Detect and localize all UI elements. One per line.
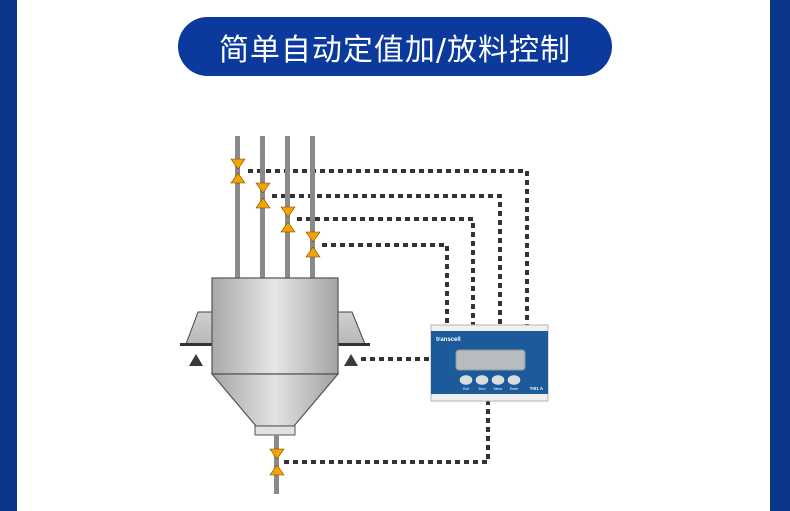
inlet-valve-1: [230, 158, 246, 184]
zero-icon: [475, 375, 489, 385]
outlet-pipe: [274, 435, 279, 494]
signal-line-valve-2: [272, 194, 502, 325]
controller-model: TI01 A: [530, 386, 544, 391]
right-mount-bracket: [336, 311, 366, 345]
page-title: 简单自动定值加/放料控制: [218, 32, 572, 68]
inlet-pipes: [235, 136, 315, 278]
exit-button-label: Exit: [463, 387, 469, 391]
valve-bottom-triangle: [269, 464, 285, 476]
valve-bottom-triangle: [305, 246, 321, 258]
enter-icon: [507, 375, 521, 385]
signal-lines: [248, 169, 529, 464]
menu-button[interactable]: Menu: [491, 375, 505, 392]
valve-top-triangle: [280, 206, 296, 218]
menu-button-label: Menu: [494, 387, 503, 391]
menu-icon: [491, 375, 505, 385]
zero-button[interactable]: Zero: [475, 375, 489, 392]
zero-button-label: Zero: [478, 387, 485, 391]
controller-display: [455, 349, 526, 371]
title-banner: 简单自动定值加/放料控制: [178, 17, 612, 76]
valve-bottom-triangle: [280, 221, 296, 233]
tank-outlet-flange: [254, 425, 296, 436]
right-load-cell: [344, 354, 358, 366]
left-mount-plate: [180, 343, 214, 346]
inlet-valve-2: [255, 182, 271, 209]
valve-top-triangle: [255, 182, 271, 194]
right-border-bar: [770, 0, 790, 511]
enter-button-label: Enter: [510, 387, 519, 391]
valve-top-triangle: [230, 158, 246, 170]
controller-brand: transcell: [436, 337, 461, 343]
inlet-pipe-1: [235, 136, 240, 278]
tank-cone: [210, 373, 340, 427]
left-load-cell: [189, 354, 203, 366]
signal-line-valve-1: [248, 169, 529, 325]
inlet-pipe-4: [310, 136, 315, 278]
outlet-valve: [269, 448, 285, 476]
valve-top-triangle: [269, 448, 285, 460]
signal-line-valve-3: [297, 217, 475, 325]
enter-button[interactable]: Enter: [507, 375, 521, 392]
valve-bottom-triangle: [255, 197, 271, 209]
right-mount-plate: [337, 343, 370, 346]
valve-top-triangle: [305, 231, 321, 243]
inlet-valves: [230, 158, 321, 258]
weighing-controller: transcell Exit Zero Menu Enter TI01 A: [430, 324, 549, 402]
inlet-valve-4: [305, 231, 321, 258]
valve-bottom-triangle: [230, 172, 246, 184]
exit-icon: [459, 375, 473, 385]
left-mount-bracket: [185, 311, 215, 345]
controller-buttons: Exit Zero Menu Enter: [459, 375, 521, 392]
signal-line-outlet-valve: [284, 400, 490, 464]
left-border-bar: [0, 0, 17, 511]
tank-body: [211, 277, 339, 375]
exit-button[interactable]: Exit: [459, 375, 473, 392]
inlet-valve-3: [280, 206, 296, 233]
